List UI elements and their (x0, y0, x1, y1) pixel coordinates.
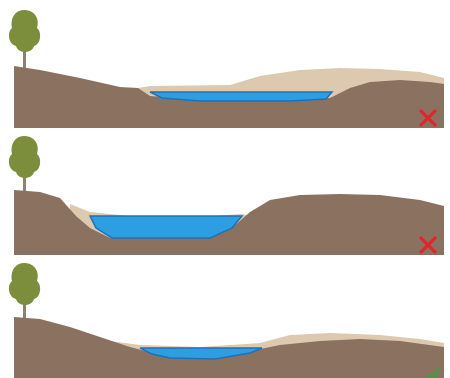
panel-shallow-wide-pond (0, 0, 450, 128)
panel-steep-sided-pond (0, 128, 450, 255)
cross-section-diagram (0, 255, 450, 378)
tree-icon (9, 136, 40, 192)
panel-gently-sloped-pond (0, 255, 450, 378)
pond-water (150, 92, 332, 101)
cross-section-diagram (0, 128, 450, 255)
tree-icon (9, 263, 40, 319)
cross-section-diagram (0, 0, 450, 128)
tree-icon (9, 10, 40, 68)
